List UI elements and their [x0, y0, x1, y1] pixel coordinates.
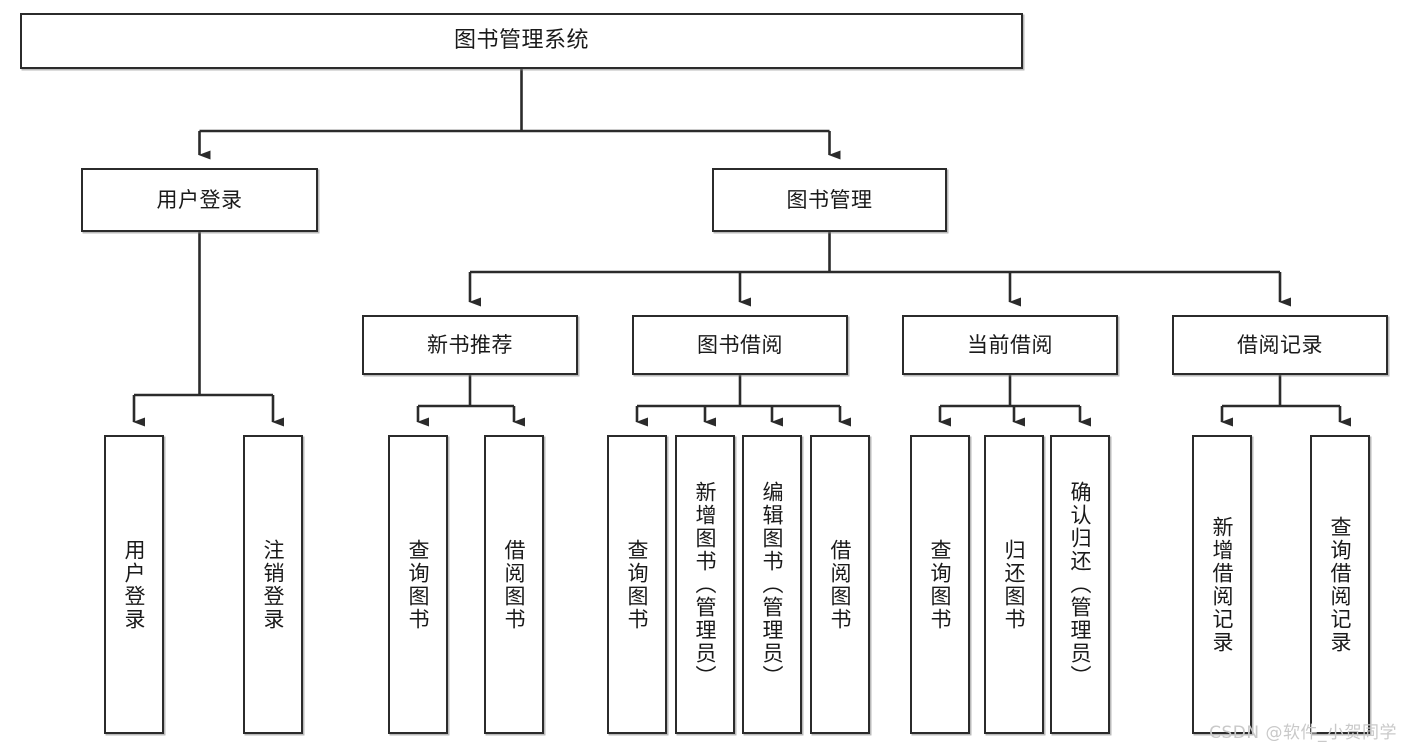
leaf-borrow-query-book[interactable]: 查询图书: [607, 435, 667, 734]
leaf-borrow-add-book[interactable]: 新增图书（管理员）: [675, 435, 735, 734]
node-borrow-record[interactable]: 借阅记录: [1172, 315, 1388, 375]
leaf-user-login-label: 用户登录: [122, 538, 147, 631]
leaf-record-add-label: 新增借阅记录: [1210, 515, 1235, 654]
leaf-borrow-lend-book[interactable]: 借阅图书: [810, 435, 870, 734]
node-book-borrow-label: 图书借阅: [697, 332, 783, 357]
node-book-borrow[interactable]: 图书借阅: [632, 315, 848, 375]
leaf-record-add[interactable]: 新增借阅记录: [1192, 435, 1252, 734]
node-root[interactable]: 图书管理系统: [20, 13, 1023, 69]
leaf-record-query[interactable]: 查询借阅记录: [1310, 435, 1370, 734]
leaf-record-query-label: 查询借阅记录: [1328, 515, 1353, 654]
leaf-new-query-book-label: 查询图书: [406, 538, 431, 631]
leaf-current-confirm-return[interactable]: 确认归还（管理员）: [1050, 435, 1110, 734]
leaf-current-confirm-return-label: 确认归还（管理员）: [1068, 481, 1093, 688]
node-root-label: 图书管理系统: [453, 28, 589, 54]
leaf-user-logout[interactable]: 注销登录: [243, 435, 303, 734]
leaf-current-query-book[interactable]: 查询图书: [910, 435, 970, 734]
leaf-borrow-lend-book-label: 借阅图书: [828, 538, 853, 631]
node-new-book-recommend[interactable]: 新书推荐: [362, 315, 578, 375]
leaf-borrow-query-book-label: 查询图书: [625, 538, 650, 631]
csdn-watermark: CSDN @软件_小贺同学: [1209, 723, 1397, 743]
node-user-login-module-label: 用户登录: [156, 187, 243, 212]
leaf-new-borrow-book[interactable]: 借阅图书: [484, 435, 544, 734]
leaf-new-query-book[interactable]: 查询图书: [388, 435, 448, 734]
node-current-borrow[interactable]: 当前借阅: [902, 315, 1118, 375]
leaf-user-login[interactable]: 用户登录: [104, 435, 164, 734]
leaf-current-return-book[interactable]: 归还图书: [984, 435, 1044, 734]
node-current-borrow-label: 当前借阅: [967, 332, 1053, 357]
leaf-borrow-edit-book-label: 编辑图书（管理员）: [760, 481, 785, 688]
node-borrow-record-label: 借阅记录: [1237, 332, 1323, 357]
node-new-book-recommend-label: 新书推荐: [427, 332, 513, 357]
node-book-management-module[interactable]: 图书管理: [712, 168, 947, 232]
node-user-login-module[interactable]: 用户登录: [81, 168, 318, 232]
leaf-user-logout-label: 注销登录: [261, 538, 286, 631]
leaf-borrow-add-book-label: 新增图书（管理员）: [693, 481, 718, 688]
leaf-borrow-edit-book[interactable]: 编辑图书（管理员）: [742, 435, 802, 734]
leaf-new-borrow-book-label: 借阅图书: [502, 538, 527, 631]
leaf-current-return-book-label: 归还图书: [1002, 538, 1027, 631]
node-book-management-module-label: 图书管理: [786, 187, 873, 212]
leaf-current-query-book-label: 查询图书: [928, 538, 953, 631]
